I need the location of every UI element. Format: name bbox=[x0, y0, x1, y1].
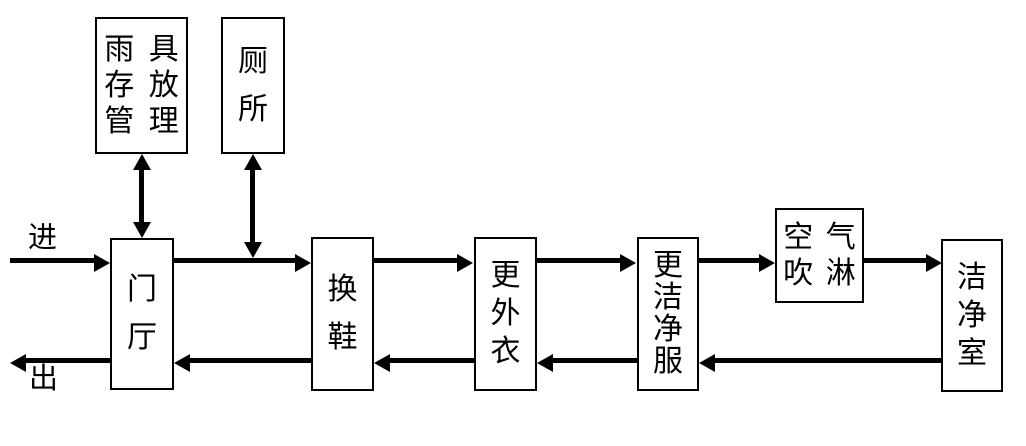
node-clean-room-text: 洁 净 室 bbox=[943, 241, 1001, 390]
edge-corridor-to-toilet-arrowhead-down bbox=[244, 242, 262, 258]
edge-change-shoes-to-change-outerwear-line bbox=[374, 258, 459, 263]
edge-entry-to-entrance-hall-arrowhead bbox=[94, 254, 110, 272]
node-rain-gear-storage[interactable]: 雨 具 存 放 管 理 bbox=[95, 17, 188, 154]
node-entrance-hall-text: 门 厅 bbox=[112, 240, 172, 388]
node-char: 厅 bbox=[127, 320, 157, 355]
node-char: 衣 bbox=[490, 334, 521, 369]
node-char: 换 bbox=[327, 272, 358, 307]
edge-entrance-hall-to-exit-arrowhead bbox=[10, 354, 26, 372]
node-char: 洁 bbox=[957, 259, 987, 295]
node-char: 具 bbox=[148, 31, 179, 67]
node-char: 鞋 bbox=[327, 320, 358, 355]
node-char: 更 bbox=[490, 258, 521, 293]
edge-entrance-hall-to-exit-line bbox=[26, 358, 110, 363]
edge-clean-room-to-change-cleanwear-line bbox=[715, 358, 941, 363]
edge-change-cleanwear-to-air-shower-line bbox=[699, 258, 761, 263]
edge-change-cleanwear-to-change-outerwear-arrowhead bbox=[537, 354, 553, 372]
label-entry: 进 bbox=[28, 220, 58, 254]
node-char: 存 bbox=[104, 67, 135, 103]
node-char: 服 bbox=[653, 344, 683, 379]
edge-change-outerwear-to-change-shoes-arrowhead bbox=[374, 354, 390, 372]
edge-corridor-to-toilet-line bbox=[250, 170, 255, 244]
node-char: 吹 bbox=[783, 255, 814, 291]
edge-change-cleanwear-to-air-shower-arrowhead bbox=[759, 254, 775, 272]
edge-air-shower-to-clean-room-arrowhead bbox=[926, 254, 942, 272]
node-char: 管 bbox=[104, 103, 135, 139]
edge-entrance-hall-to-change-shoes-line bbox=[174, 258, 297, 263]
node-char: 净 bbox=[653, 312, 683, 347]
edge-change-shoes-to-change-outerwear-arrowhead bbox=[457, 254, 473, 272]
node-char: 理 bbox=[148, 103, 179, 139]
edge-entry-to-entrance-hall-line bbox=[10, 258, 96, 263]
edge-entrance-hall-to-rain-gear-arrowhead-up bbox=[133, 154, 151, 170]
edge-entrance-hall-to-change-shoes-arrowhead bbox=[295, 254, 311, 272]
node-change-cleanwear[interactable]: 更 洁 净 服 bbox=[637, 237, 699, 391]
node-char: 更 bbox=[653, 248, 683, 283]
edge-change-cleanwear-to-change-outerwear-line bbox=[553, 358, 637, 363]
node-toilet-text: 厕 所 bbox=[223, 19, 283, 152]
edge-change-outerwear-to-change-cleanwear-line bbox=[537, 258, 622, 263]
edge-corridor-to-toilet-arrowhead-up bbox=[244, 154, 262, 170]
edge-clean-room-to-change-cleanwear-arrowhead bbox=[699, 354, 715, 372]
node-clean-room[interactable]: 洁 净 室 bbox=[941, 239, 1003, 392]
node-change-shoes-text: 换 鞋 bbox=[313, 239, 372, 389]
node-char: 门 bbox=[127, 272, 157, 307]
node-char: 净 bbox=[957, 297, 987, 333]
node-char: 外 bbox=[490, 296, 521, 331]
node-change-outerwear[interactable]: 更 外 衣 bbox=[474, 237, 537, 391]
node-entrance-hall[interactable]: 门 厅 bbox=[110, 238, 174, 390]
label-exit: 出 bbox=[29, 361, 59, 395]
node-char: 所 bbox=[238, 91, 268, 127]
node-air-shower-text: 空 气 吹 淋 bbox=[777, 210, 862, 301]
node-rain-gear-storage-text: 雨 具 存 放 管 理 bbox=[97, 19, 186, 152]
edge-change-outerwear-to-change-cleanwear-arrowhead bbox=[620, 254, 636, 272]
edge-change-outerwear-to-change-shoes-line bbox=[390, 358, 474, 363]
node-char: 雨 bbox=[104, 31, 135, 67]
node-char: 淋 bbox=[825, 255, 856, 291]
node-change-outerwear-text: 更 外 衣 bbox=[476, 239, 535, 389]
edge-entrance-hall-to-rain-gear-line bbox=[139, 170, 144, 224]
edge-entrance-hall-to-rain-gear-arrowhead-down bbox=[133, 222, 151, 238]
edge-change-shoes-to-entrance-hall-arrowhead bbox=[174, 354, 190, 372]
node-char: 厕 bbox=[238, 43, 268, 79]
edge-air-shower-to-clean-room-line bbox=[864, 258, 928, 263]
node-change-shoes[interactable]: 换 鞋 bbox=[311, 237, 374, 391]
node-toilet[interactable]: 厕 所 bbox=[221, 17, 285, 154]
node-char: 洁 bbox=[653, 280, 683, 315]
node-change-cleanwear-text: 更 洁 净 服 bbox=[639, 239, 697, 389]
node-char: 室 bbox=[957, 335, 987, 371]
node-char: 气 bbox=[825, 219, 856, 255]
node-air-shower[interactable]: 空 气 吹 淋 bbox=[775, 208, 864, 303]
node-char: 放 bbox=[148, 67, 179, 103]
node-char: 空 bbox=[783, 219, 814, 255]
edge-change-shoes-to-entrance-hall-line bbox=[190, 358, 311, 363]
